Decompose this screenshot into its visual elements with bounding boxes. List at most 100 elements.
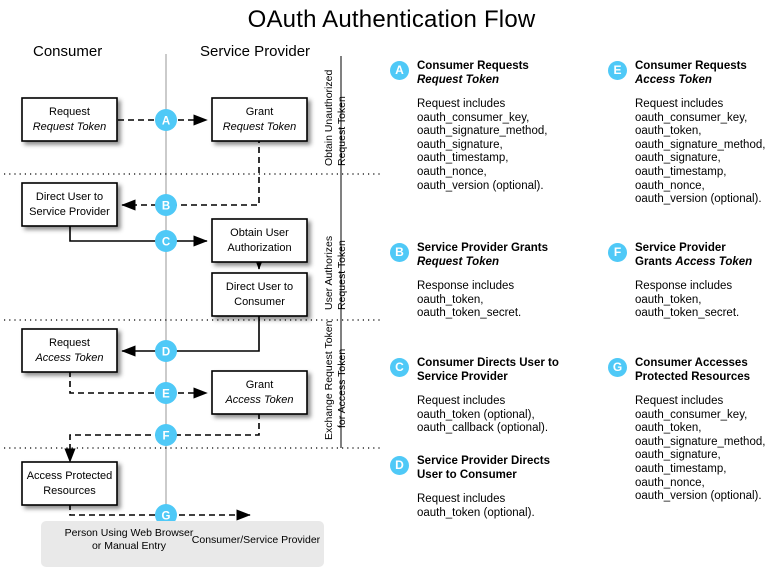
node-line2: Service Provider	[29, 206, 110, 218]
step-body-line: oauth_token,	[417, 293, 484, 306]
step-body-line: Response includes	[417, 280, 515, 292]
node-grant-access-token[interactable]: Grant Access Token	[211, 370, 308, 415]
node-line1: Direct User to	[226, 281, 293, 293]
node-access-protected-resources[interactable]: Access Protected Resources	[21, 461, 118, 506]
node-line1: Obtain User	[230, 227, 289, 239]
step-title-f: Service Provider Grants Access Token	[635, 242, 783, 269]
step-badge-b: B	[390, 243, 409, 262]
column-header-consumer: Consumer	[33, 43, 103, 60]
legend-machine-text: Consumer/Service Provider	[191, 534, 321, 546]
node-line2: Consumer	[234, 296, 285, 308]
step-body-line: oauth_signature,	[635, 449, 721, 462]
marker-b[interactable]: B	[155, 194, 177, 216]
node-line2: Access Token	[224, 394, 293, 406]
step-body-c: Request includes oauth_token (optional),…	[417, 395, 570, 436]
page-title: OAuth Authentication Flow	[247, 6, 536, 33]
step-body-line: oauth_nonce,	[417, 165, 487, 178]
legend-panel	[41, 521, 324, 567]
step-body-line: oauth_token (optional).	[417, 506, 535, 519]
step-title-d: Service Provider Directs User to Consume…	[417, 455, 570, 482]
step-title-line2: Service Provider	[417, 370, 508, 383]
legend-machine-label: Consumer/Service Provider	[186, 534, 326, 547]
marker-a[interactable]: A	[155, 109, 177, 131]
node-direct-user-to-consumer[interactable]: Direct User to Consumer	[211, 272, 308, 317]
step-body-line: oauth_token_secret.	[417, 307, 522, 320]
connector-b	[121, 137, 260, 211]
step-title-line2a: Grants	[635, 255, 676, 268]
step-a: A Consumer Requests Request Token Reques…	[390, 60, 570, 193]
step-badge-g: G	[608, 358, 627, 377]
step-body-line: oauth_token (optional),	[417, 408, 535, 421]
step-badge-f: F	[608, 243, 627, 262]
step-body-line: oauth_signature_method,	[635, 138, 766, 151]
marker-letter: G	[162, 511, 171, 523]
step-body-line: Request includes	[635, 395, 724, 407]
legend-person-line2: or Manual Entry	[91, 539, 167, 552]
step-title-line1: Service Provider Directs	[417, 455, 550, 467]
node-line1: Access Protected	[27, 470, 113, 482]
connector-g	[69, 504, 251, 521]
step-title-c: Consumer Directs User to Service Provide…	[417, 357, 570, 384]
step-body-line: oauth_consumer_key,	[635, 408, 748, 421]
step-title-line2: Protected Resources	[635, 370, 751, 383]
step-body-g: Request includes oauth_consumer_key, oau…	[635, 395, 783, 504]
step-e: E Consumer Requests Access Token Request…	[608, 60, 783, 207]
step-body-line: oauth_token_secret.	[635, 307, 740, 320]
step-body-line: oauth_signature,	[635, 152, 721, 165]
step-badge-e: E	[608, 61, 627, 80]
column-header-service-provider: Service Provider	[200, 43, 311, 60]
node-line1: Grant	[246, 379, 274, 391]
step-title-line1: Consumer Requests	[635, 60, 747, 72]
step-c: C Consumer Directs User to Service Provi…	[390, 357, 570, 436]
svg-text:User Authorizes: User Authorizes	[323, 236, 335, 310]
marker-g[interactable]: G	[155, 504, 177, 526]
step-body-line: oauth_consumer_key,	[417, 111, 530, 124]
marker-f[interactable]: F	[155, 424, 177, 446]
phase-label-2: User Authorizes Request Token	[323, 236, 348, 310]
marker-letter: D	[162, 347, 170, 359]
step-body-line: oauth_callback (optional).	[417, 422, 549, 435]
phase-label-1: Obtain Unauthorized Request Token	[323, 70, 348, 166]
step-f: F Service Provider Grants Access Token R…	[608, 242, 783, 321]
node-line2: Request Token	[223, 121, 297, 133]
step-title-line2: Access Token	[635, 73, 712, 86]
step-body-line: oauth_timestamp,	[635, 462, 727, 475]
node-line2: Authorization	[227, 242, 291, 254]
marker-letter: B	[162, 201, 170, 213]
connector-f	[64, 413, 260, 463]
marker-c[interactable]: C	[155, 230, 177, 252]
step-body-line: oauth_nonce,	[635, 476, 705, 489]
node-line2: Access Token	[34, 352, 103, 364]
step-title-line1: Consumer Requests	[417, 60, 529, 72]
node-request-request-token[interactable]: Request Request Token	[21, 97, 118, 142]
connector-e	[69, 371, 208, 399]
step-body-a: Request includes oauth_consumer_key, oau…	[417, 98, 570, 193]
step-title-line2: User to Consumer	[417, 468, 517, 481]
step-title-e: Consumer Requests Access Token	[635, 60, 783, 87]
step-body-line: oauth_timestamp,	[635, 165, 727, 178]
flow-diagram: Obtain Unauthorized Request Token User A…	[0, 38, 385, 576]
legend-person-label: Person Using Web Browser or Manual Entry	[49, 527, 209, 552]
step-body-line: Response includes	[635, 280, 733, 292]
marker-e[interactable]: E	[155, 382, 177, 404]
node-line2: Resources	[43, 485, 96, 497]
step-body-line: Request includes	[417, 493, 506, 505]
step-body-line: oauth_version (optional).	[635, 193, 762, 206]
step-d: D Service Provider Directs User to Consu…	[390, 455, 570, 520]
step-body-f: Response includes oauth_token, oauth_tok…	[635, 280, 783, 321]
step-body-line: oauth_version (optional).	[635, 490, 762, 503]
node-request-access-token[interactable]: Request Access Token	[21, 328, 118, 373]
legend-person-line1: Person Using Web Browser	[64, 527, 194, 539]
step-body-d: Request includes oauth_token (optional).	[417, 493, 570, 520]
node-direct-user-to-service-provider[interactable]: Direct User to Service Provider	[21, 182, 118, 227]
step-body-e: Request includes oauth_consumer_key, oau…	[635, 98, 783, 207]
step-title-line2: Request Token	[417, 73, 500, 86]
marker-letter: F	[162, 431, 169, 443]
step-title-a: Consumer Requests Request Token	[417, 60, 570, 87]
node-grant-request-token[interactable]: Grant Request Token	[211, 97, 308, 142]
step-body-line: oauth_token,	[635, 422, 702, 435]
marker-d[interactable]: D	[155, 340, 177, 362]
step-title-line1: Consumer Accesses	[635, 357, 748, 369]
node-obtain-user-authorization[interactable]: Obtain User Authorization	[211, 218, 308, 263]
step-body-line: oauth_signature_method,	[635, 435, 766, 448]
